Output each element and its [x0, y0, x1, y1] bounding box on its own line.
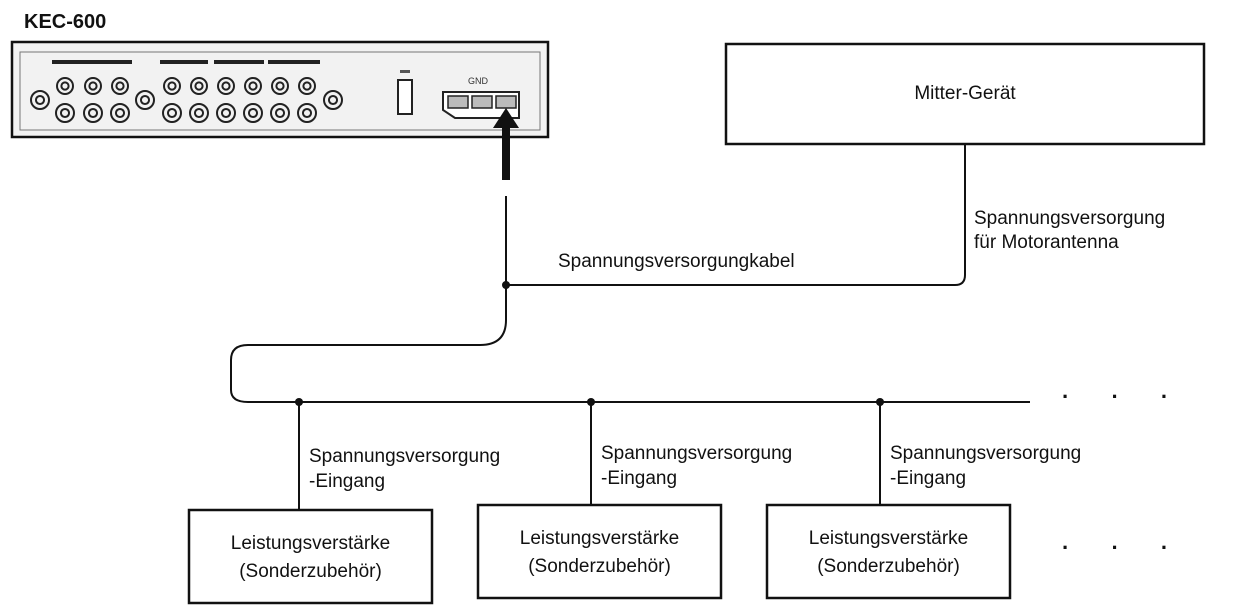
- rca-jack: [216, 103, 236, 123]
- junction-dot: [502, 281, 510, 289]
- rca-jack: [323, 90, 343, 110]
- amp3-name-1: Leistungsverstärke: [808, 528, 969, 549]
- amplifier-box-2: [476, 503, 723, 600]
- rca-jack: [84, 77, 102, 95]
- continuation-dots-bus: · · ·: [1062, 384, 1187, 409]
- amp2-name-2: (Sonderzubehör): [528, 556, 671, 577]
- rca-jack-center: [60, 81, 70, 91]
- amplifier-box-1: [187, 508, 434, 605]
- junction-dot: [295, 398, 303, 406]
- rca-jack-center: [327, 94, 339, 106]
- mitter-label: Mitter-Gerät: [914, 83, 1016, 104]
- rca-jack: [189, 103, 209, 123]
- amp2-name-1: Leistungsverstärke: [519, 528, 680, 549]
- rca-jack: [135, 90, 155, 110]
- rca-jack-center: [139, 94, 151, 106]
- rca-jack-center: [59, 107, 71, 119]
- amp2-input-label-1: Spannungsversorgung: [601, 443, 793, 464]
- rca-jack: [162, 103, 182, 123]
- amp3-input-label-1: Spannungsversorgung: [890, 443, 1082, 464]
- rca-jack: [163, 77, 181, 95]
- connector-arrow: [493, 108, 519, 180]
- power-cable-label: Spannungsversorgungkabel: [558, 251, 795, 272]
- rca-jack-center: [274, 107, 286, 119]
- rca-jack: [190, 77, 208, 95]
- rca-jack-center: [220, 107, 232, 119]
- rca-jack-center: [166, 107, 178, 119]
- device-slot-mark: [400, 70, 410, 73]
- rca-jack: [243, 103, 263, 123]
- rca-jack-center: [302, 81, 312, 91]
- amp1-name-2: (Sonderzubehör): [239, 561, 382, 582]
- rca-jack-center: [301, 107, 313, 119]
- rca-jack: [56, 77, 74, 95]
- group-bar: [268, 60, 320, 64]
- rca-jack-center: [87, 107, 99, 119]
- rca-jack-center: [247, 107, 259, 119]
- amplifier-box-3: [765, 503, 1012, 600]
- continuation-dots-amps: · · ·: [1062, 535, 1187, 560]
- device-panel: [19, 51, 541, 131]
- motor-supply-wire: [506, 144, 966, 286]
- rca-jack: [110, 103, 130, 123]
- junction-dot: [587, 398, 595, 406]
- amp1-input-label-2: -Eingang: [309, 471, 386, 492]
- device-slot: [397, 79, 413, 115]
- group-bar: [160, 60, 208, 64]
- device-model-label: KEC-600: [24, 11, 107, 33]
- wires: [230, 144, 1030, 510]
- rca-jack: [271, 77, 289, 95]
- rca-jack: [83, 103, 103, 123]
- group-bar: [214, 60, 264, 64]
- rca-jack-center: [88, 81, 98, 91]
- device-cable: [230, 196, 1030, 403]
- rca-jack-center: [115, 81, 125, 91]
- rca-jack-center: [34, 94, 46, 106]
- kec-600-device: [10, 40, 550, 139]
- rca-jack-center: [167, 81, 177, 91]
- rca-jack: [111, 77, 129, 95]
- power-connector: [442, 91, 520, 119]
- rca-jack: [298, 77, 316, 95]
- amp3-input-label-2: -Eingang: [890, 468, 967, 489]
- amp3-name-2: (Sonderzubehör): [817, 556, 960, 577]
- rca-jack: [244, 77, 262, 95]
- rca-jacks: [30, 77, 343, 123]
- rca-jack-center: [114, 107, 126, 119]
- gnd-port-label: GND: [468, 76, 488, 86]
- rca-jack-center: [221, 81, 231, 91]
- motor-supply-label-2: für Motorantenna: [974, 232, 1119, 253]
- rca-jack: [297, 103, 317, 123]
- rca-jack-center: [194, 81, 204, 91]
- rca-jack-center: [248, 81, 258, 91]
- junction-dot: [876, 398, 884, 406]
- junctions: [295, 281, 884, 406]
- rca-jack: [270, 103, 290, 123]
- amp1-input-label-1: Spannungsversorgung: [309, 446, 501, 467]
- motor-supply-label-1: Spannungsversorgung: [974, 208, 1166, 229]
- rca-jack: [217, 77, 235, 95]
- amp2-input-label-2: -Eingang: [601, 468, 678, 489]
- rca-jack-center: [193, 107, 205, 119]
- rca-jack-center: [275, 81, 285, 91]
- group-bar: [52, 60, 132, 64]
- rca-jack: [55, 103, 75, 123]
- amp1-name-1: Leistungsverstärke: [230, 533, 391, 554]
- rca-jack: [30, 90, 50, 110]
